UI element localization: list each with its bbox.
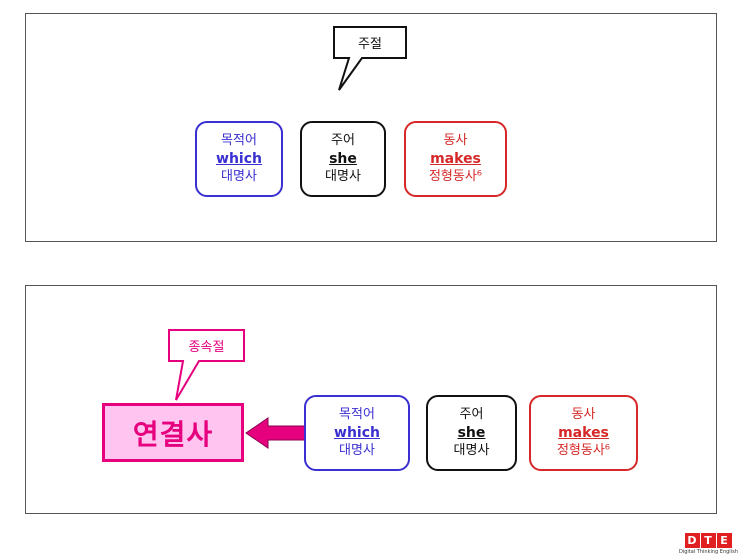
logo-mark: D T E xyxy=(679,533,737,548)
logo-letter: T xyxy=(700,533,716,548)
role-label: 목적어 xyxy=(339,407,375,422)
pos-label: 대명사 xyxy=(339,443,375,458)
role-label: 주어 xyxy=(331,133,355,148)
word-label: she xyxy=(457,425,486,441)
logo-subtitle: Digital Thinking English xyxy=(679,549,738,555)
connector-box: 연결사 xyxy=(102,403,244,462)
main-clause-callout: 주절 xyxy=(334,27,406,58)
main-clause-label: 주절 xyxy=(358,37,382,52)
word-label: which xyxy=(334,425,380,441)
object-box: 목적어 which 대명사 xyxy=(304,395,410,471)
subject-box: 주어 she 대명사 xyxy=(426,395,517,471)
object-box: 목적어 which 대명사 xyxy=(195,121,283,197)
subject-box: 주어 she 대명사 xyxy=(300,121,386,197)
subordinate-clause-label: 종속절 xyxy=(188,340,225,355)
verb-box: 동사 makes 정형동사⁶ xyxy=(404,121,507,197)
logo-letter: D xyxy=(684,533,700,548)
subordinate-clause-callout: 종속절 xyxy=(169,330,244,361)
logo-letter: E xyxy=(716,533,732,548)
role-label: 주어 xyxy=(459,407,484,422)
word-label: makes xyxy=(430,151,481,167)
word-label: she xyxy=(329,151,357,167)
word-label: makes xyxy=(558,425,609,441)
verb-box: 동사 makes 정형동사⁶ xyxy=(529,395,638,471)
pos-label: 대명사 xyxy=(221,169,257,184)
role-label: 동사 xyxy=(443,133,468,148)
pos-label: 대명사 xyxy=(325,169,361,184)
pos-label: 대명사 xyxy=(453,443,490,458)
dte-logo: D T E Digital Thinking English xyxy=(679,533,738,555)
connector-label: 연결사 xyxy=(132,417,214,451)
pos-label: 정형동사⁶ xyxy=(428,169,483,184)
role-label: 목적어 xyxy=(221,133,257,148)
pos-label: 정형동사⁶ xyxy=(556,443,611,458)
word-label: which xyxy=(216,151,262,167)
role-label: 동사 xyxy=(571,407,596,422)
